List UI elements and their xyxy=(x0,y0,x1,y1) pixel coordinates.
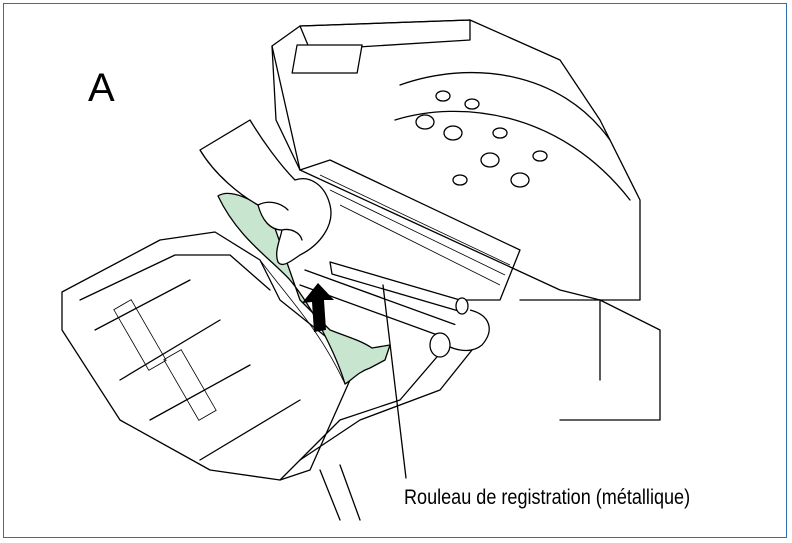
printer-body xyxy=(271,19,661,421)
arrow-up-icon xyxy=(302,283,334,332)
callout-leader xyxy=(382,284,407,479)
paper-path xyxy=(299,159,521,346)
panel-letter: A xyxy=(88,66,115,110)
open-front-cover xyxy=(61,231,481,521)
registration-roller-label: Rouleau de registration (métallique) xyxy=(404,486,691,509)
hand-icon xyxy=(199,119,332,266)
registration-roller xyxy=(329,261,490,358)
